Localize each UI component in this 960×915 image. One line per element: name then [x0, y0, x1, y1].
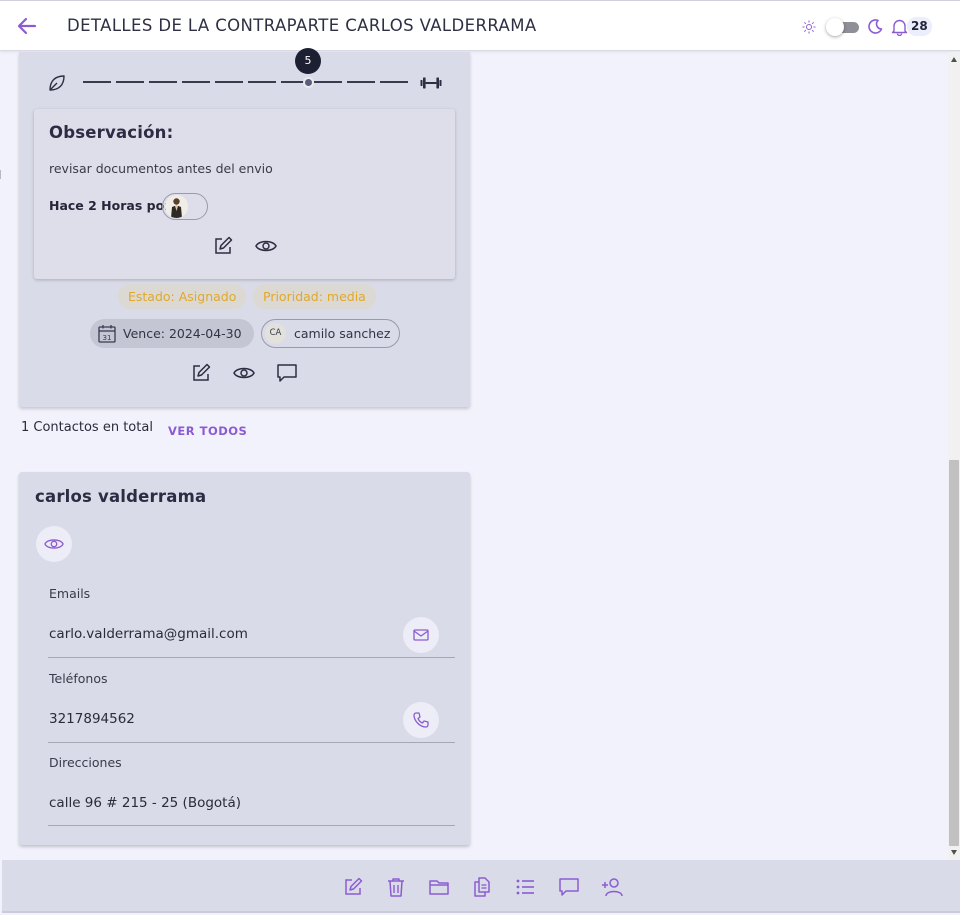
call-button[interactable] [403, 702, 439, 738]
scroll-down-arrow-icon[interactable] [951, 850, 957, 855]
avatar [165, 195, 188, 218]
slider-thumb[interactable] [303, 77, 314, 88]
contacts-total: 1 Contactos en total [21, 420, 153, 435]
dumbbell-icon [420, 77, 442, 89]
notification-badge: 28 [907, 17, 932, 36]
divider [48, 742, 455, 743]
bell-icon[interactable] [891, 18, 908, 36]
priority-badge: Prioridad: media [253, 284, 376, 309]
edit-icon[interactable] [342, 876, 364, 898]
due-date-chip: 31 Vence: 2024-04-30 [90, 319, 254, 348]
edit-observation-icon[interactable] [212, 235, 234, 257]
trash-icon[interactable] [385, 876, 407, 898]
avatar-photo-icon [165, 195, 188, 218]
toggle-track [832, 22, 859, 33]
folder-icon[interactable] [428, 876, 450, 898]
bottom-toolbar [2, 860, 960, 913]
toggle-knob [826, 18, 844, 36]
view-contact-button[interactable] [36, 526, 72, 562]
status-badge: Estado: Asignado [118, 284, 247, 309]
view-all-link[interactable]: VER TODOS [168, 424, 248, 438]
comment-task-icon[interactable] [276, 362, 298, 384]
assignee-name: camilo sanchez [294, 326, 391, 341]
due-date-text: Vence: 2024-04-30 [123, 326, 242, 341]
comment-icon[interactable] [558, 876, 580, 898]
theme-toggle[interactable] [826, 18, 859, 36]
svg-text:31: 31 [103, 334, 112, 342]
observation-meta: Hace 2 Horas por [49, 198, 171, 213]
divider [48, 657, 455, 658]
email-value: carlo.valderrama@gmail.com [49, 626, 248, 642]
vertical-scrollbar[interactable] [948, 52, 960, 860]
add-user-icon[interactable] [601, 876, 623, 898]
observation-title: Observación: [49, 123, 174, 142]
eye-icon [44, 539, 64, 549]
mail-icon [413, 629, 429, 641]
observation-card: Observación: revisar documentos antes de… [34, 109, 455, 279]
leaf-icon [49, 75, 65, 91]
scroll-up-arrow-icon[interactable] [951, 57, 957, 62]
task-card: 5 Observación: revisar documentos antes … [19, 48, 470, 407]
observation-text: revisar documentos antes del envio [49, 161, 273, 176]
page-title: DETALLES DE LA CONTRAPARTE CARLOS VALDER… [67, 16, 537, 35]
contact-name: carlos valderrama [35, 487, 207, 506]
back-arrow-icon[interactable] [14, 13, 40, 39]
sun-icon [802, 20, 816, 34]
address-value: calle 96 # 215 - 25 (Bogotá) [49, 795, 242, 811]
emails-label: Emails [49, 586, 91, 601]
edit-task-icon[interactable] [190, 362, 212, 384]
scroll-thumb[interactable] [949, 460, 959, 846]
moon-icon [868, 19, 883, 34]
assignee-chip[interactable]: CA camilo sanchez [261, 319, 400, 348]
divider [48, 825, 455, 826]
addresses-label: Direcciones [49, 755, 122, 770]
contact-card: carlos valderrama Emails carlo.valderram… [19, 472, 470, 845]
author-chip[interactable] [162, 193, 208, 220]
avatar: CA [265, 323, 286, 344]
list-icon[interactable] [514, 876, 536, 898]
view-observation-icon[interactable] [254, 235, 278, 257]
calendar-icon: 31 [98, 325, 116, 343]
slider-value-label: 5 [295, 48, 321, 74]
send-email-button[interactable] [403, 617, 439, 653]
phone-value: 3217894562 [49, 711, 135, 727]
effort-slider[interactable]: 5 [83, 48, 408, 88]
documents-icon[interactable] [471, 876, 493, 898]
app-header: DETALLES DE LA CONTRAPARTE CARLOS VALDER… [0, 0, 960, 51]
view-task-icon[interactable] [232, 362, 256, 384]
left-edge-mark [0, 170, 3, 179]
phones-label: Teléfonos [49, 671, 108, 686]
phone-icon [413, 712, 429, 728]
